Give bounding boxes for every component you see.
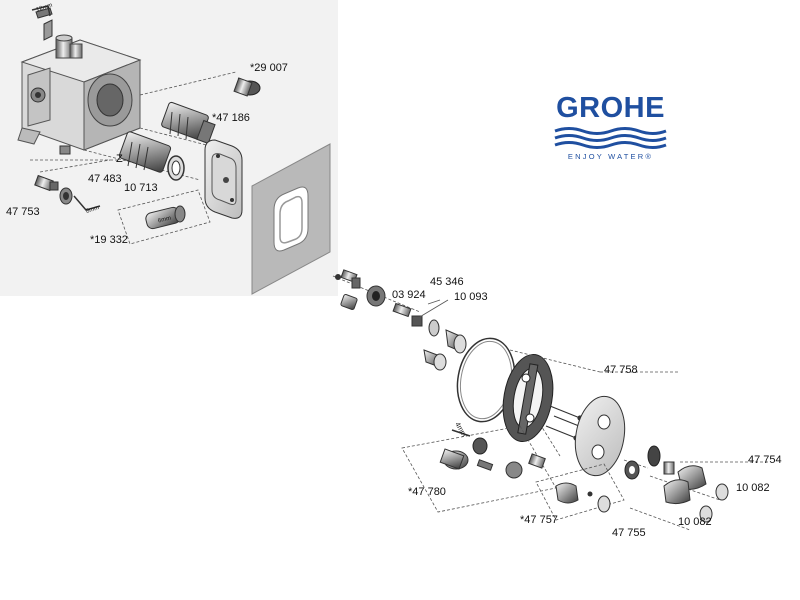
hex-key-12mm	[31, 5, 51, 17]
box-19332	[117, 189, 211, 245]
label-47757: *47 757	[520, 514, 558, 526]
label-10082-lower: 10 082	[678, 516, 712, 528]
label-29007: *29 007	[250, 62, 288, 74]
label-47754: 47 754	[748, 454, 782, 466]
label-03924: 03 924	[392, 289, 426, 301]
grohe-wordmark: GROHE	[556, 92, 665, 124]
part-29007	[233, 77, 261, 97]
label-19332: *19 332	[90, 234, 128, 246]
label-10093: 10 093	[454, 291, 488, 303]
fitting-47753	[34, 174, 73, 205]
cartridge-47186	[161, 101, 216, 145]
label-47755: 47 755	[612, 527, 646, 539]
grohe-logo: GROHE ENJOY WATER®	[543, 92, 678, 172]
ring-10713	[167, 155, 185, 181]
cartridge-47483	[118, 131, 172, 173]
trim-plate-47758	[574, 395, 626, 477]
label-47483: 47 483	[88, 173, 122, 185]
label-47186: *47 186	[212, 112, 250, 124]
rings-lower	[624, 445, 675, 480]
label-45346: 45 346	[430, 276, 464, 288]
mounting-bracket	[502, 353, 554, 443]
box-47757	[535, 463, 625, 521]
label-47758: 47 758	[604, 364, 638, 376]
handles-47754	[663, 465, 729, 523]
label-47753: 47 753	[6, 206, 40, 218]
label-z: Z	[116, 153, 123, 165]
sleeves-10093	[423, 329, 467, 371]
hex-key-8mm	[73, 195, 101, 211]
grohe-tagline: ENJOY WATER®	[567, 152, 654, 161]
middle-small-parts	[332, 269, 449, 337]
valve-body-assembly	[17, 7, 142, 155]
label-10082-upper: 10 082	[736, 482, 770, 494]
box-47780	[401, 425, 557, 513]
wave-mark	[554, 127, 667, 149]
wall-plate	[251, 143, 331, 295]
mounting-plate	[204, 139, 243, 219]
label-10713: 10 713	[124, 182, 158, 194]
label-47780: *47 780	[408, 486, 446, 498]
